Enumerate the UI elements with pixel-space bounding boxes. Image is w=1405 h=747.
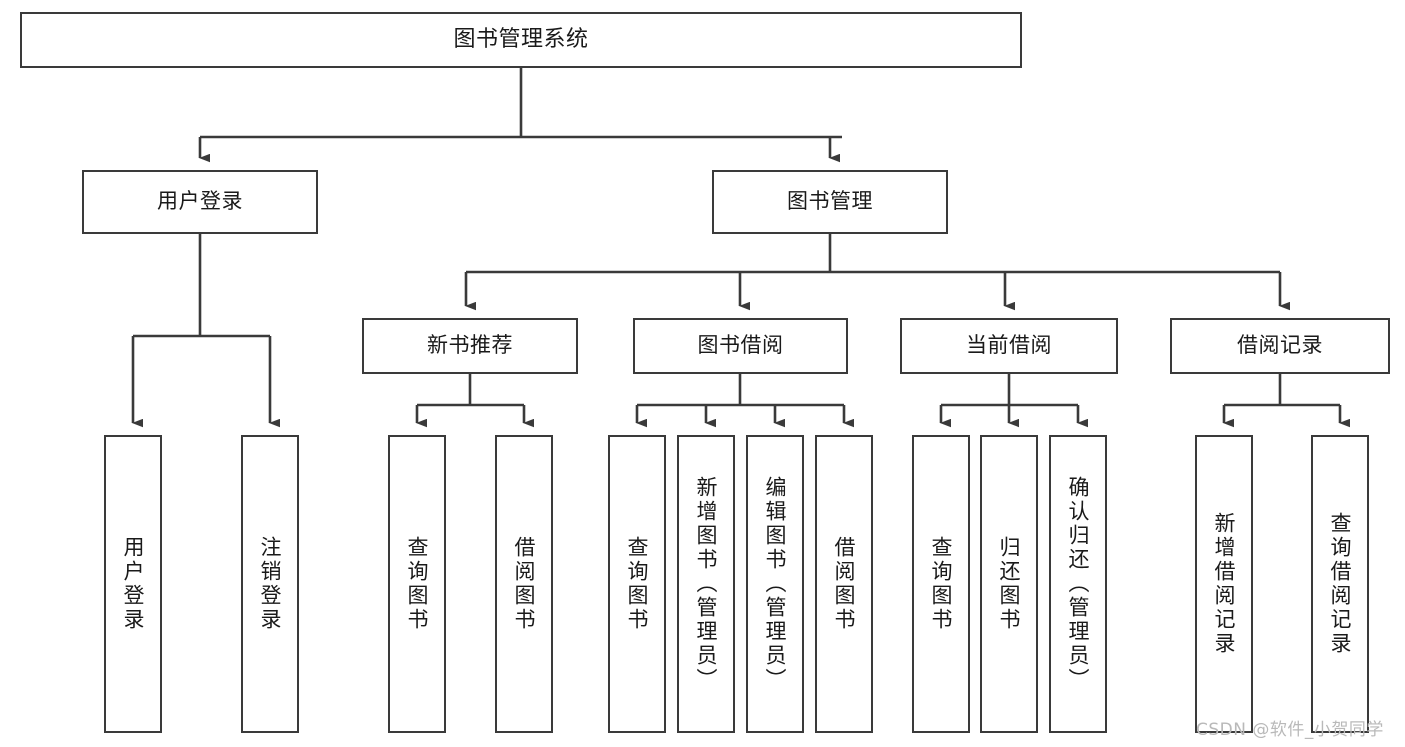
node-borrow-record-label: 借阅记录 [1237,333,1323,358]
node-leaf-query-book-2-label: 查询图书 [625,536,650,632]
node-book-borrow-label: 图书借阅 [697,333,784,358]
node-leaf-confirm-return[interactable]: 确认归还（管理员） [1049,435,1107,733]
node-new-book-recommend[interactable]: 新书推荐 [362,318,578,374]
node-book-manage[interactable]: 图书管理 [712,170,948,234]
node-leaf-user-login-label: 用户登录 [121,536,146,632]
node-new-book-recommend-label: 新书推荐 [427,333,513,358]
node-leaf-query-record-label: 查询借阅记录 [1328,512,1353,656]
node-current-borrow[interactable]: 当前借阅 [900,318,1118,374]
node-user-login[interactable]: 用户登录 [82,170,318,234]
node-leaf-user-login[interactable]: 用户登录 [104,435,162,733]
node-leaf-query-book-1[interactable]: 查询图书 [388,435,446,733]
node-leaf-borrow-book-2-label: 借阅图书 [832,536,857,632]
node-leaf-confirm-return-label: 确认归还（管理员） [1066,476,1091,692]
node-leaf-add-record[interactable]: 新增借阅记录 [1195,435,1253,733]
node-leaf-borrow-book-1-label: 借阅图书 [512,536,537,632]
node-leaf-query-book-3-label: 查询图书 [929,536,954,632]
node-leaf-add-book-label: 新增图书（管理员） [694,476,719,692]
node-leaf-logout[interactable]: 注销登录 [241,435,299,733]
node-leaf-query-book-1-label: 查询图书 [405,536,430,632]
node-leaf-query-book-2[interactable]: 查询图书 [608,435,666,733]
node-leaf-edit-book[interactable]: 编辑图书（管理员） [746,435,804,733]
node-leaf-edit-book-label: 编辑图书（管理员） [763,476,788,692]
node-book-borrow[interactable]: 图书借阅 [633,318,848,374]
node-leaf-query-record[interactable]: 查询借阅记录 [1311,435,1369,733]
node-leaf-return-book-label: 归还图书 [997,536,1022,632]
node-root-label: 图书管理系统 [453,26,589,52]
node-leaf-return-book[interactable]: 归还图书 [980,435,1038,733]
node-leaf-logout-label: 注销登录 [258,536,283,632]
node-leaf-query-book-3[interactable]: 查询图书 [912,435,970,733]
node-current-borrow-label: 当前借阅 [966,333,1052,358]
csdn-watermark: CSDN @软件_小贺同学 [1196,720,1384,740]
node-leaf-add-book[interactable]: 新增图书（管理员） [677,435,735,733]
node-borrow-record[interactable]: 借阅记录 [1170,318,1390,374]
node-user-login-label: 用户登录 [157,189,243,214]
node-book-manage-label: 图书管理 [787,189,873,214]
node-root[interactable]: 图书管理系统 [20,12,1022,68]
node-leaf-add-record-label: 新增借阅记录 [1212,512,1237,656]
node-leaf-borrow-book-1[interactable]: 借阅图书 [495,435,553,733]
node-leaf-borrow-book-2[interactable]: 借阅图书 [815,435,873,733]
